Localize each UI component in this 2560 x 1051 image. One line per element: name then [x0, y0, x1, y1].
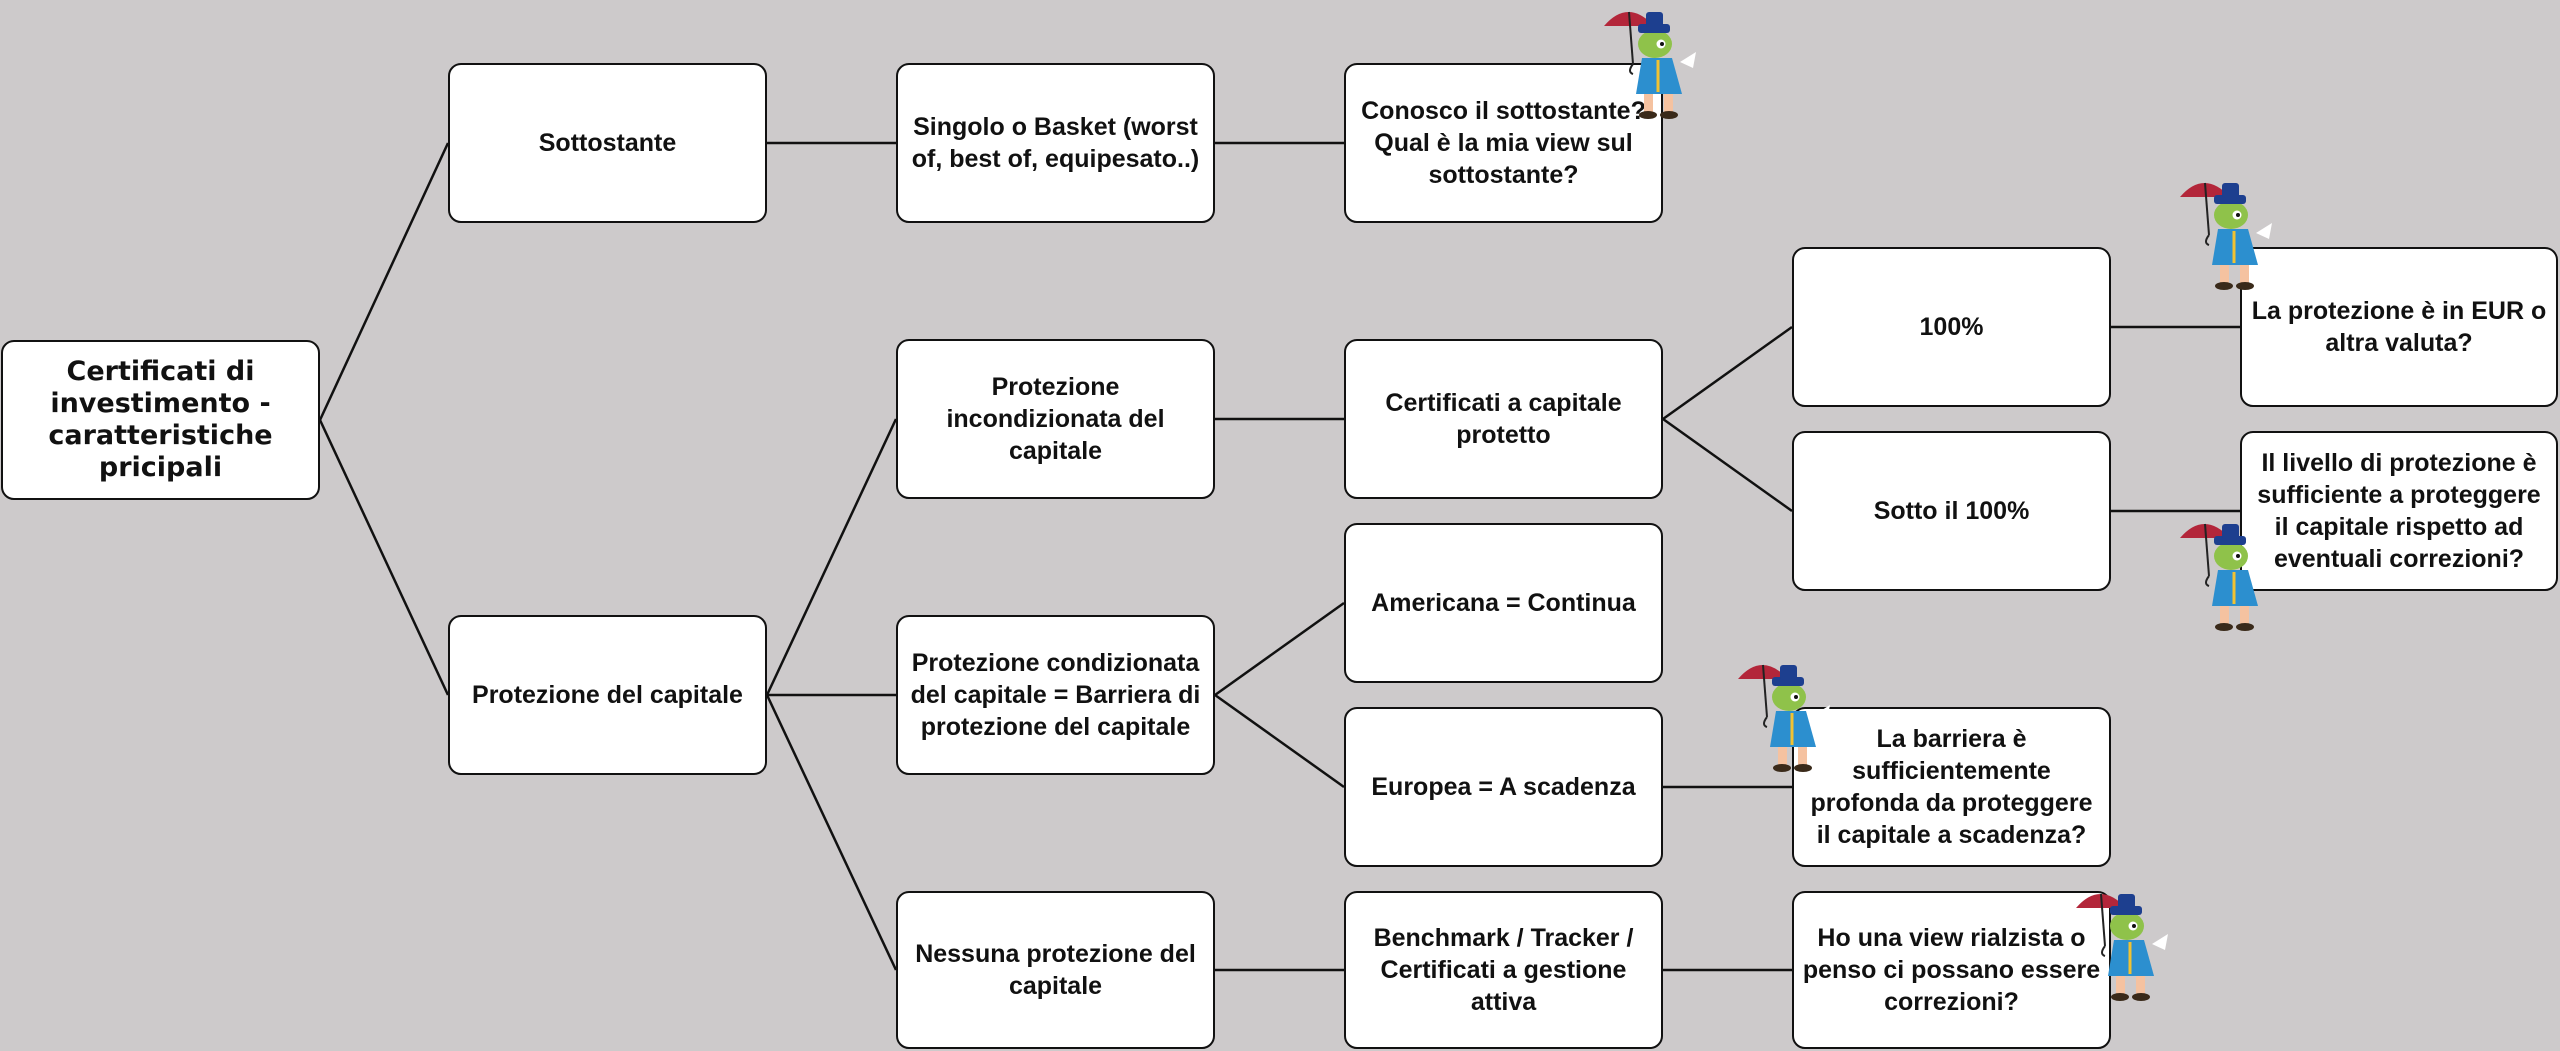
- node-eur-question: La protezione è in EUR o altra valuta?: [2240, 247, 2558, 407]
- node-americana-label: Americana = Continua: [1371, 589, 1636, 617]
- node-protezione-incondizionata-label: Protezione incondizionata del capitale: [946, 373, 1165, 465]
- node-root-label: Certificati di investimento - caratteris…: [48, 356, 273, 483]
- node-protezione-incondizionata: Protezione incondizionata del capitale: [896, 339, 1215, 499]
- connector-certificati-cento: [1662, 325, 1793, 421]
- connector-root-sottostante: [318, 142, 450, 421]
- umbrella-mascot-icon: [2072, 884, 2172, 1004]
- node-europea: Europea = A scadenza: [1344, 707, 1663, 867]
- node-livello-question: Il livello di protezione è sufficiente a…: [2240, 431, 2558, 591]
- node-cento-label: 100%: [1919, 313, 1984, 341]
- node-americana: Americana = Continua: [1344, 523, 1663, 683]
- node-europea-label: Europea = A scadenza: [1371, 773, 1636, 801]
- connector-condizionata-americana: [1214, 601, 1345, 697]
- node-singolo-basket: Singolo o Basket (worst of, best of, equ…: [896, 63, 1215, 223]
- node-benchmark-label: Benchmark / Tracker / Certificati a gest…: [1373, 924, 1634, 1016]
- node-certificati-protetto: Certificati a capitale protetto: [1344, 339, 1663, 499]
- connector-certificati-sotto: [1662, 417, 1793, 513]
- node-protezione-capitale: Protezione del capitale: [448, 615, 767, 775]
- node-certificati-protetto-label: Certificati a capitale protetto: [1385, 389, 1622, 449]
- node-nessuna-protezione-label: Nessuna protezione del capitale: [915, 940, 1196, 1000]
- node-livello-question-label: Il livello di protezione è sufficiente a…: [2257, 449, 2541, 573]
- node-protezione-condizionata: Protezione condizionata del capitale = B…: [896, 615, 1215, 775]
- node-barriera-question-label: La barriera è sufficientemente profonda …: [1810, 725, 2093, 849]
- node-sottostante-label: Sottostante: [538, 129, 677, 157]
- node-cento: 100%: [1792, 247, 2111, 407]
- node-sottostante: Sottostante: [448, 63, 767, 223]
- node-protezione-condizionata-label: Protezione condizionata del capitale = B…: [910, 649, 1201, 741]
- node-conosco-sottostante: Conosco il sottostante? Qual è la mia vi…: [1344, 63, 1663, 223]
- node-protezione-capitale-label: Protezione del capitale: [472, 681, 743, 709]
- node-sotto-cento: Sotto il 100%: [1792, 431, 2111, 591]
- umbrella-mascot-icon: [2176, 514, 2276, 634]
- umbrella-mascot-icon: [1734, 655, 1834, 775]
- node-benchmark: Benchmark / Tracker / Certificati a gest…: [1344, 891, 1663, 1049]
- node-nessuna-protezione: Nessuna protezione del capitale: [896, 891, 1215, 1049]
- connector-protezione-nessuna: [765, 694, 898, 971]
- node-view-question-label: Ho una view rialzista o penso ci possano…: [1802, 924, 2101, 1016]
- connector-condizionata-europea: [1214, 693, 1345, 789]
- node-sotto-cento-label: Sotto il 100%: [1873, 497, 2030, 525]
- node-singolo-basket-label: Singolo o Basket (worst of, best of, equ…: [911, 113, 1200, 173]
- connector-protezione-incondizionata: [765, 418, 898, 696]
- node-view-question: Ho una view rialzista o penso ci possano…: [1792, 891, 2111, 1049]
- connector-root-protezione: [318, 419, 450, 696]
- node-conosco-sottostante-label: Conosco il sottostante? Qual è la mia vi…: [1361, 97, 1646, 189]
- umbrella-mascot-icon: [1600, 2, 1700, 122]
- umbrella-mascot-icon: [2176, 173, 2276, 293]
- node-root: Certificati di investimento - caratteris…: [1, 340, 320, 500]
- node-barriera-question: La barriera è sufficientemente profonda …: [1792, 707, 2111, 867]
- node-eur-question-label: La protezione è in EUR o altra valuta?: [2251, 297, 2547, 357]
